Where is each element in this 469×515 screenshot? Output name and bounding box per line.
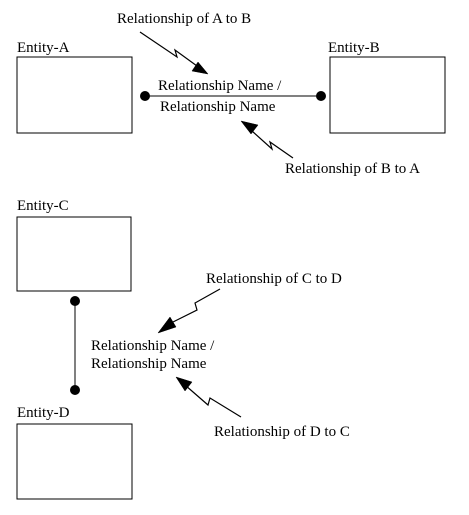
entity-a-label: Entity-A [17,40,70,56]
relationship-name-a-b-line1: Relationship Name / [158,78,282,94]
relationship-name-c-d-line1: Relationship Name / [91,338,215,354]
arrowhead-b-to-a [240,120,259,135]
relationship-b-to-a-label: Relationship of B to A [285,161,420,177]
relationship-name-a-b-line2: Relationship Name [160,99,276,115]
zigzag-pointer-d-to-c [184,384,242,418]
relationship-a-to-b-label: Relationship of A to B [117,11,251,27]
relationship-d-to-c-label: Relationship of D to C [214,424,350,440]
entity-d-label: Entity-D [17,405,70,421]
endpoint-dot-c [70,296,80,306]
zigzag-pointer-c-to-d [172,288,221,323]
entity-b-label: Entity-B [328,40,380,56]
arrowhead-a-to-b [191,61,209,75]
vertical-relationship-group: Entity-C Entity-D Relationship Name / Re… [16,198,350,500]
entity-a-box[interactable] [16,56,133,134]
arrowhead-c-to-d [157,316,177,334]
entity-b-box[interactable] [329,56,446,134]
zigzag-pointer-a-to-b [139,31,198,67]
entity-c-label: Entity-C [17,198,69,214]
entity-c-box[interactable] [16,216,132,292]
arrowhead-d-to-c [175,376,193,392]
zigzag-pointer-b-to-a [251,130,294,159]
endpoint-dot-b [316,91,326,101]
relationship-name-c-d-line2: Relationship Name [91,356,207,372]
endpoint-dot-d [70,385,80,395]
entity-d-box[interactable] [16,423,133,500]
horizontal-relationship-group: Entity-A Entity-B Relationship Name / Re… [16,11,446,177]
relationship-c-to-d-label: Relationship of C to D [206,271,342,287]
endpoint-dot-a [140,91,150,101]
